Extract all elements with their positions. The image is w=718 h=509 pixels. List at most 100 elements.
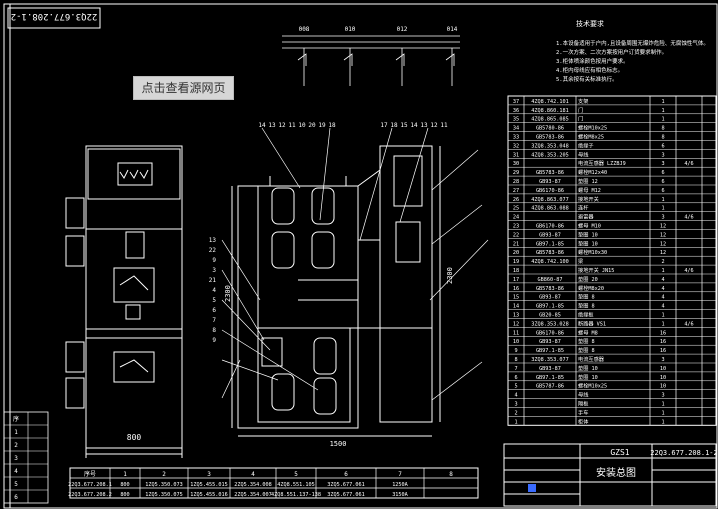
bom-cell: 1: [514, 419, 517, 425]
callout-number: 18: [328, 122, 336, 129]
option-header-cell: 1: [123, 471, 127, 478]
bom-cell: 4: [661, 295, 664, 301]
schematic-label: 010: [345, 26, 356, 33]
accent-mark: [528, 484, 536, 492]
option-cell: 800: [120, 482, 129, 488]
bom-cell: 垫圈 12: [578, 177, 598, 185]
bom-cell: 垫圈 10: [578, 373, 598, 381]
left-strip-cell: 2: [14, 442, 18, 449]
bom-cell: 1: [661, 99, 664, 105]
bom-cell: 4ZQ8.742.100: [531, 259, 568, 265]
view-source-tooltip[interactable]: 点击查看源网页: [133, 76, 234, 100]
bom-cell: 1: [661, 313, 664, 319]
bom-cell: GB93-87: [539, 366, 561, 372]
note-line: 5.其余按有关标准执行。: [556, 75, 618, 83]
bom-cell: 1: [661, 410, 664, 416]
bom-cell: 10: [660, 384, 666, 390]
option-cell: 4ZQ8.551.137-138: [271, 492, 321, 498]
bom-cell: 1: [661, 268, 664, 274]
option-header-cell: 3: [207, 471, 211, 478]
bom-cell: 10: [513, 339, 519, 345]
bom-cell: 3ZQ8.353.028: [531, 321, 568, 327]
bom-cell: 垫圈 10: [578, 230, 598, 238]
bom-cell: 22: [513, 232, 519, 238]
bom-cell: 螺栓M10x30: [578, 248, 607, 256]
bom-cell: 6: [661, 170, 664, 176]
callout-number: 12: [430, 122, 438, 129]
bom-cell: 10: [660, 375, 666, 381]
notes-title: 技术要求: [576, 19, 604, 28]
callout-number: 6: [212, 307, 216, 314]
note-line: 3.柜体喷涂颜色按用户要求。: [556, 57, 629, 65]
bom-cell: GB93-87: [539, 295, 561, 301]
bom-cell: 4/6: [684, 215, 693, 221]
callout-number: 11: [440, 122, 448, 129]
bom-cell: 15: [513, 295, 519, 301]
bom-cell: GB5787-86: [536, 384, 564, 390]
callout-number: 5: [212, 297, 216, 304]
option-header-cell: 序号: [84, 470, 96, 478]
bom-cell: 4ZQ8.863.088: [531, 206, 568, 212]
bom-cell: 门: [578, 106, 583, 114]
bom-cell: 33: [513, 135, 519, 141]
callout-number: 18: [390, 122, 398, 129]
note-line: 4.柜内母线应有相色标志。: [556, 66, 623, 74]
option-cell: 1ZQ5.455.016: [190, 492, 227, 498]
bom-cell: 29: [513, 170, 519, 176]
title-code: GZS1: [610, 448, 629, 457]
bom-cell: 绝缘子: [578, 141, 594, 149]
bom-cell: GB97.1-85: [536, 304, 564, 310]
option-cell: 1ZQ5.350.073: [145, 482, 182, 488]
callout-number: 13: [420, 122, 428, 129]
bom-cell: 25: [513, 206, 519, 212]
callout-number: 7: [212, 317, 216, 324]
bom-cell: 3ZQ8.353.048: [531, 143, 568, 149]
note-line: 1.本设备适用于户内,且设备周围无爆炸危险、无腐蚀性气体。: [556, 39, 709, 47]
bom-cell: 8: [661, 126, 664, 132]
bom-cell: 24: [513, 215, 519, 221]
front-elevation: [65, 145, 183, 458]
bom-cell: 6: [661, 143, 664, 149]
schematic-label: 012: [397, 26, 408, 33]
option-header-cell: 8: [449, 471, 453, 478]
bom-cell: 接地开关: [578, 195, 599, 203]
bom-cell: 断路器 VS1: [578, 319, 606, 327]
option-cell: 22Q3.677.208.1: [68, 482, 112, 488]
bom-cell: 35: [513, 117, 519, 123]
callout-number: 14: [258, 122, 266, 129]
bom-cell: 12: [660, 224, 666, 230]
bom-cell: 4ZQ8.863.077: [531, 197, 568, 203]
bom-cell: 4ZQ8.742.101: [531, 99, 568, 105]
title-drawing-no: 22Q3.677.208.1-2: [650, 449, 717, 457]
bom-cell: GB5783-86: [536, 286, 564, 292]
option-header-cell: 5: [294, 471, 298, 478]
option-cell: 1250A: [392, 482, 408, 488]
bom-cell: 9: [514, 348, 517, 354]
option-cell: 2ZQ5.354.008: [234, 482, 271, 488]
bom-cell: 28: [513, 179, 519, 185]
bom-cell: 垫圈 20: [578, 275, 598, 283]
bom-cell: 17: [513, 277, 519, 283]
bom-cell: 12: [660, 250, 666, 256]
bom-cell: GB860-87: [538, 277, 563, 283]
left-strip-cell: 3: [14, 455, 18, 462]
option-cell: 3ZQ5.677.061: [327, 482, 364, 488]
option-cell: 3ZQ5.677.061: [327, 492, 364, 498]
bom-cell: 支架: [578, 97, 588, 105]
bom-cell: 4ZQ8.353.205: [531, 152, 568, 158]
bom-cell: 6: [514, 375, 517, 381]
bom-cell: 垫圈 10: [578, 364, 598, 372]
bom-cell: 16: [660, 339, 666, 345]
callout-number: 19: [318, 122, 326, 129]
